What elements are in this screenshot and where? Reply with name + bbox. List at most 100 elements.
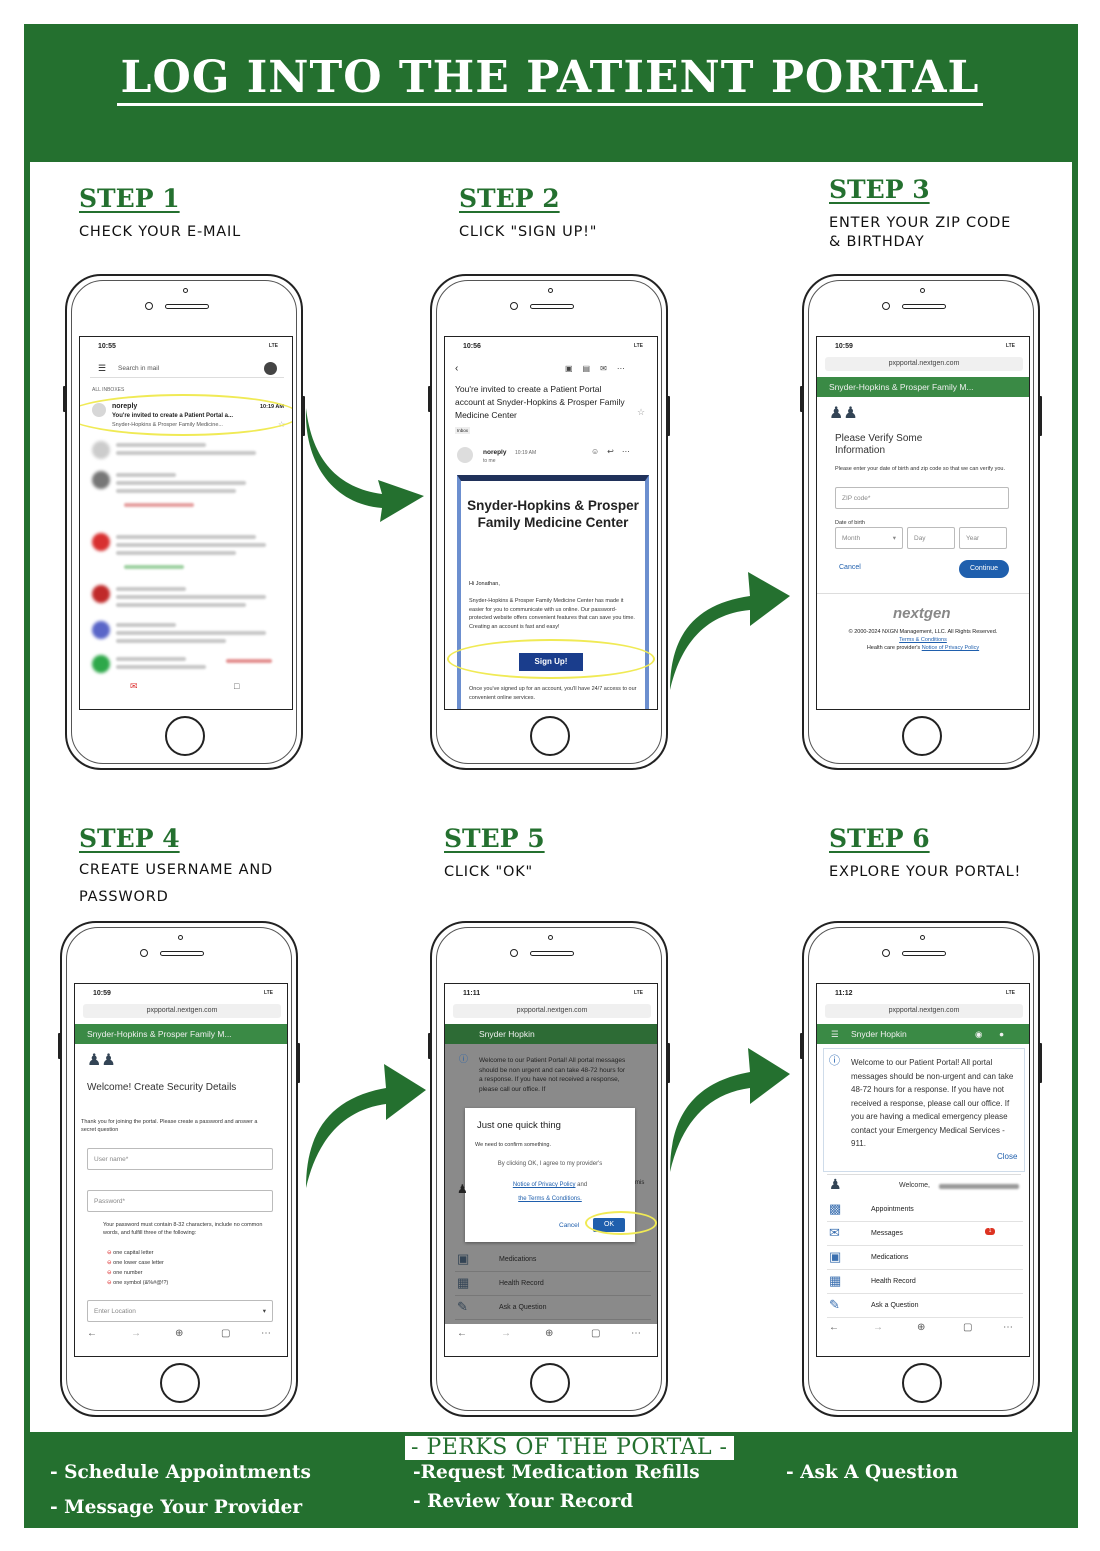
back-arrow-icon[interactable]: ← (457, 1328, 467, 1339)
menu-medications[interactable]: ▣Medications (455, 1248, 651, 1272)
perk-message-provider: - Message Your Provider (50, 1497, 303, 1518)
globe-icon[interactable]: ◉ (975, 1029, 983, 1039)
url-bar[interactable]: pxpportal.nextgen.com (825, 1004, 1023, 1018)
status-signal: LTE (1005, 343, 1015, 349)
terms-link[interactable]: Terms & Conditions (899, 637, 947, 643)
step-6-desc: EXPLORE YOUR PORTAL! (829, 864, 1022, 880)
day-input[interactable]: Day (907, 527, 955, 549)
new-tab-icon[interactable]: ⊕ (175, 1328, 184, 1339)
perk-review-record: - Review Your Record (413, 1491, 634, 1512)
privacy-link[interactable]: Notice of Privacy Policy (921, 645, 980, 651)
tabs-icon[interactable]: ▢ (963, 1322, 973, 1333)
new-tab-icon[interactable]: ⊕ (917, 1322, 926, 1333)
step-4-header: STEP 4 CREATE USERNAME AND PASSWORD (79, 824, 279, 911)
arrow-step-1-to-2 (305, 408, 424, 522)
step-1-header: STEP 1 CHECK YOUR E-MAIL (79, 184, 241, 242)
account-avatar[interactable] (264, 362, 277, 375)
url-bar[interactable]: pxpportal.nextgen.com (453, 1004, 651, 1018)
step-3-label: STEP 3 (829, 175, 930, 204)
step-4-desc: CREATE USERNAME AND PASSWORD (79, 862, 274, 905)
video-tab-icon[interactable]: □ (234, 681, 240, 691)
menu-messages[interactable]: ✉Messages 1 (827, 1222, 1023, 1246)
tabs-icon[interactable]: ▢ (221, 1328, 231, 1339)
password-rules-list: ⊖ one capital letter ⊖ one lower case le… (107, 1250, 169, 1286)
verify-heading: Please Verify Some Information (835, 433, 923, 456)
arrow-step-4-to-5 (306, 1064, 426, 1188)
security-intro: Thank you for joining the portal. Please… (81, 1119, 258, 1133)
user-icon[interactable]: ● (999, 1029, 1005, 1039)
back-icon[interactable]: ‹ (455, 363, 459, 374)
highlight-ok (585, 1211, 657, 1235)
privacy-line: Health care provider's Notice of Privacy… (866, 645, 980, 651)
inbox-tag: Inbox (455, 427, 471, 434)
menu-medications[interactable]: ▣Medications (827, 1246, 1023, 1270)
cancel-link[interactable]: Cancel (839, 564, 861, 571)
back-arrow-icon[interactable]: ← (829, 1322, 839, 1333)
modal-title: Just one quick thing (477, 1120, 561, 1131)
menu-ask-question[interactable]: ✎Ask a Question (455, 1296, 651, 1320)
menu-ask-question[interactable]: ✎Ask a Question (827, 1294, 1023, 1318)
more-icon[interactable]: ⋯ (261, 1328, 271, 1339)
home-button (165, 716, 205, 756)
forward-arrow-icon[interactable]: → (501, 1328, 511, 1339)
terms-link[interactable]: the Terms & Conditions. (518, 1196, 582, 1202)
family-logo-icon: ♟ (829, 1176, 842, 1192)
browser-nav: ← → ⊕ ▢ ⋯ (75, 1328, 287, 1344)
info-icon: ⓘ (459, 1054, 469, 1064)
highlight-email (80, 394, 292, 436)
menu-appointments[interactable]: ▩Appointments (827, 1198, 1023, 1222)
hamburger-icon[interactable]: ☰ (98, 363, 107, 373)
family-logo-icon: ♟♟ (829, 405, 858, 422)
tabs-icon[interactable]: ▢ (591, 1328, 601, 1339)
close-notice-link[interactable]: Close (997, 1152, 1018, 1161)
menu-icon[interactable]: ☰ (831, 1029, 839, 1039)
menu-health-record[interactable]: ▦Health Record (455, 1272, 651, 1296)
back-arrow-icon[interactable]: ← (87, 1328, 97, 1339)
email-body: Snyder-Hopkins & Prosper Family Medicine… (469, 598, 635, 630)
status-time: 10:59 (93, 990, 111, 997)
menu-health-record[interactable]: ▦Health Record (827, 1270, 1023, 1294)
forward-arrow-icon[interactable]: → (873, 1322, 883, 1333)
side-text: mis (635, 1180, 645, 1186)
email-banner: Snyder-Hopkins & Prosper Family Medicine… (467, 498, 639, 530)
perk-medication-refills: -Request Medication Refills (413, 1462, 700, 1483)
mail-tab-icon[interactable]: ✉ (130, 681, 138, 691)
more-icon[interactable]: ⋯ (631, 1328, 641, 1339)
modal-cancel-button[interactable]: Cancel (559, 1222, 580, 1229)
password-input[interactable]: Password* (87, 1190, 273, 1212)
sender-name: noreply (483, 449, 507, 456)
step-4-label: STEP 4 (79, 824, 180, 853)
modal-subtitle: We need to confirm something. (475, 1142, 552, 1148)
new-tab-icon[interactable]: ⊕ (545, 1328, 554, 1339)
status-time: 10:55 (98, 343, 116, 350)
continue-button[interactable]: Continue (959, 560, 1009, 578)
browser-nav: ← → ⊕ ▢ ⋯ (445, 1328, 657, 1344)
email-toolbar-icons[interactable]: ▣▤✉⋯ (565, 364, 635, 373)
step-2-header: STEP 2 CLICK "SIGN UP!" (459, 184, 597, 242)
step-5-label: STEP 5 (444, 824, 545, 853)
page-title: LOG INTO THE PATIENT PORTAL (0, 52, 1100, 106)
privacy-link[interactable]: Notice of Privacy Policy (512, 1182, 576, 1188)
url-bar[interactable]: pxpportal.nextgen.com (83, 1004, 281, 1018)
username-input[interactable]: User name* (87, 1148, 273, 1170)
recipient: to me (483, 458, 496, 464)
month-select[interactable]: Month▾ (835, 527, 903, 549)
more-icon[interactable]: ⋯ (1003, 1322, 1013, 1333)
url-bar[interactable]: pxpportal.nextgen.com (825, 357, 1023, 371)
home-button (160, 1363, 200, 1403)
zip-code-input[interactable]: ZIP code* (835, 487, 1009, 509)
forward-arrow-icon[interactable]: → (131, 1328, 141, 1339)
mail-search-input[interactable]: Search in mail (118, 365, 160, 372)
practice-bar: Snyder-Hopkins & Prosper Family M... (75, 1024, 287, 1044)
info-icon: ⓘ (829, 1055, 840, 1067)
star-icon[interactable]: ☆ (637, 407, 646, 417)
status-time: 10:59 (835, 343, 853, 350)
location-select[interactable]: Enter Location▾ (87, 1300, 273, 1322)
reply-icons[interactable]: ☺↩⋯ (591, 447, 638, 456)
year-input[interactable]: Year (959, 527, 1007, 549)
